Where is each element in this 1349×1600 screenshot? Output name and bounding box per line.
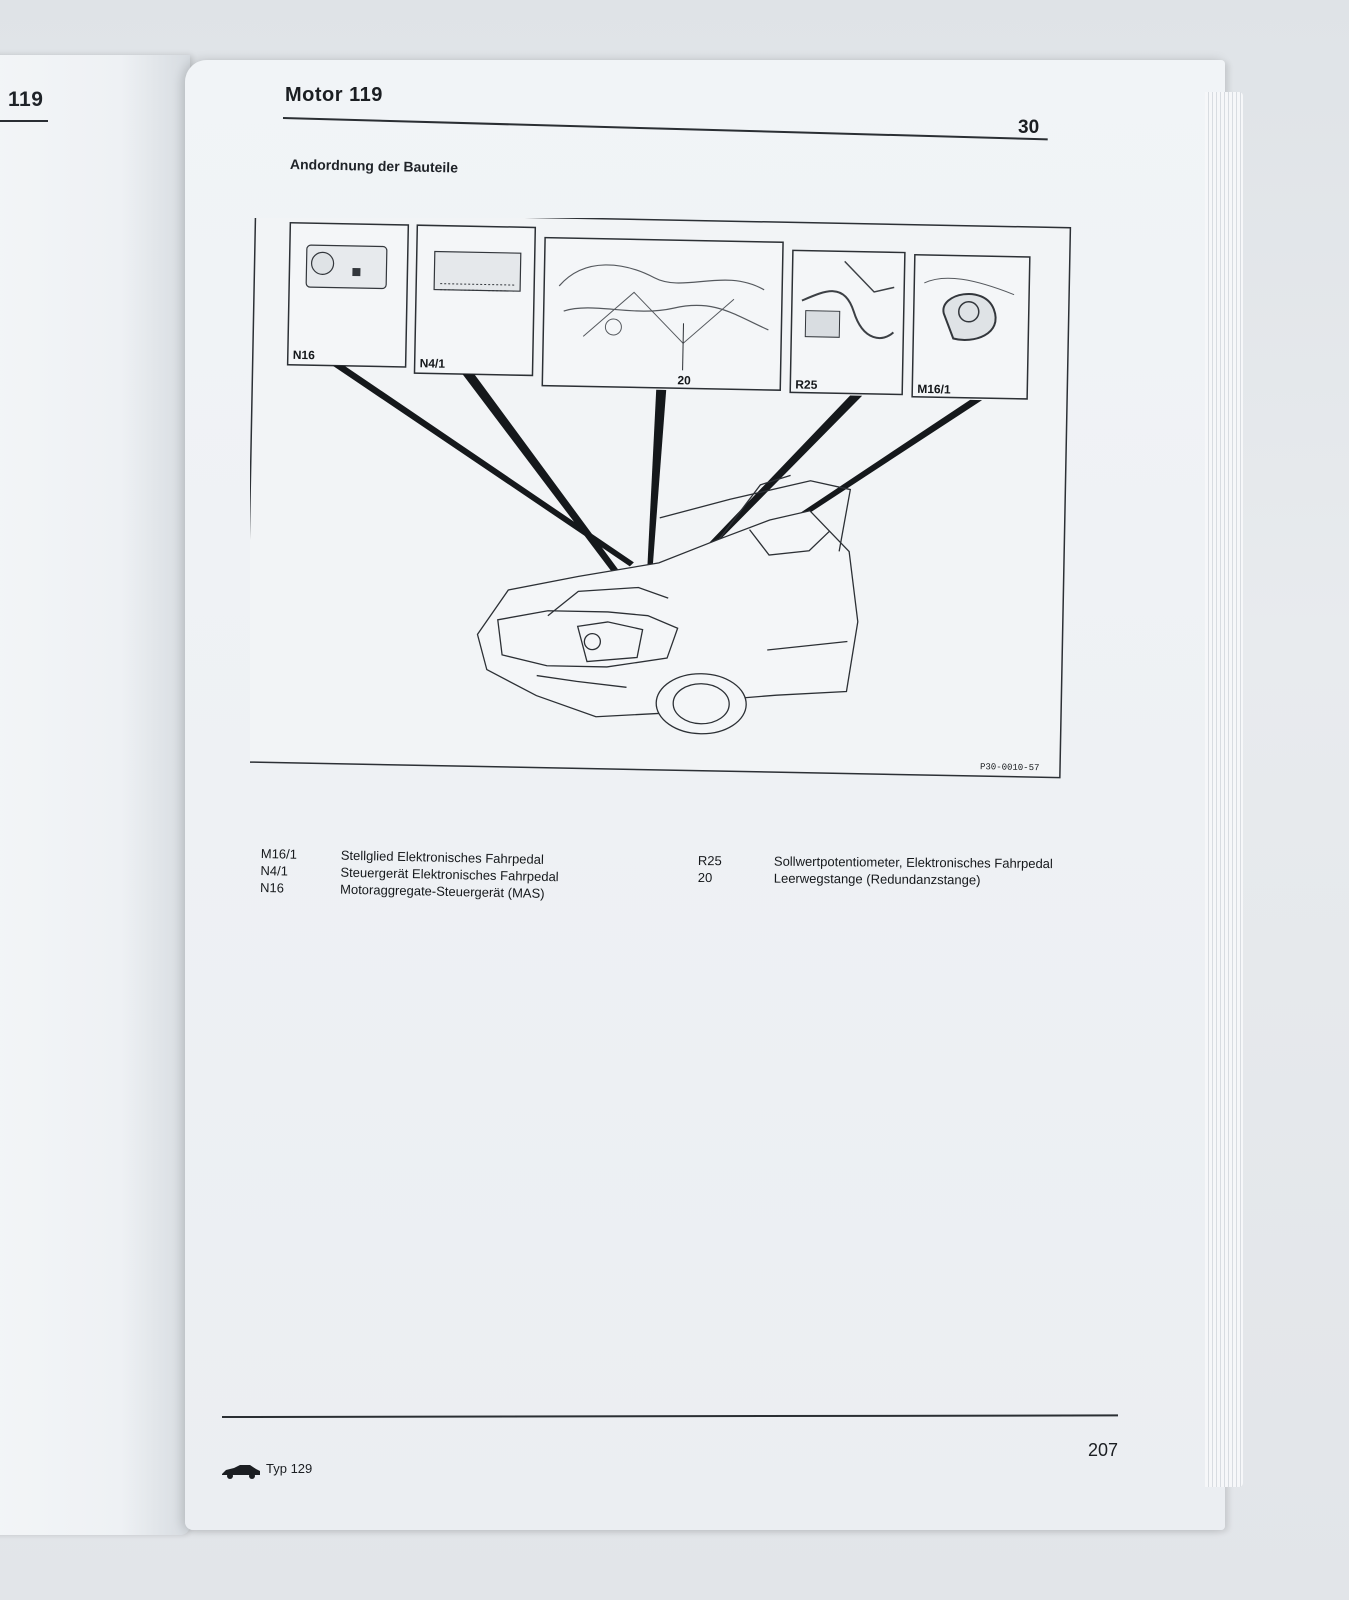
page-title: Motor 119 (285, 84, 383, 106)
detail-box-20 (541, 236, 784, 391)
legend-code: N4/1 (260, 862, 289, 879)
left-page-rule (0, 120, 48, 122)
component-diagram: N16 N4/1 20 R25 M16/1 (250, 218, 1080, 793)
car-illustration (476, 474, 859, 735)
callout-n4-1: N4/1 (420, 356, 446, 370)
legend-left: M16/1 Stellglied Elektronisches Fahrpeda… (260, 846, 621, 914)
left-page-header: 119 (8, 88, 44, 111)
legend-right: R25 Sollwertpotentiometer, Elektronische… (698, 853, 1098, 896)
legend-label: Motoraggregate-Steuergerät (MAS) (339, 881, 545, 901)
detail-box-r25 (789, 249, 906, 396)
diagram-svg: N16 N4/1 20 R25 M16/1 (250, 218, 1072, 779)
legend-label: Sollwertpotentiometer, Elektronisches Fa… (773, 853, 1053, 872)
detail-box-n16 (286, 221, 410, 368)
callout-n16: N16 (293, 348, 316, 362)
page-number: 207 (1088, 1440, 1119, 1460)
left-facing-page (0, 55, 190, 1535)
figure-ref-code: P30-0010-57 (980, 762, 1040, 773)
car-icon (222, 1465, 260, 1479)
callout-r25: R25 (795, 377, 818, 391)
page-stack-edges (1205, 92, 1243, 1487)
legend-code: R25 (697, 853, 722, 869)
callout-m16-1: M16/1 (917, 382, 951, 397)
legend-code: N16 (259, 879, 285, 896)
section-number: 30 (1018, 117, 1040, 138)
footer-type-label: Typ 129 (266, 1461, 313, 1476)
detail-box-m16-1 (911, 253, 1031, 400)
callout-20: 20 (677, 373, 691, 387)
legend-code: 20 (697, 869, 713, 886)
legend-label: Leerwegstange (Redundanzstange) (773, 870, 981, 888)
detail-box-n4-1 (413, 224, 537, 377)
legend-code: M16/1 (260, 846, 298, 862)
